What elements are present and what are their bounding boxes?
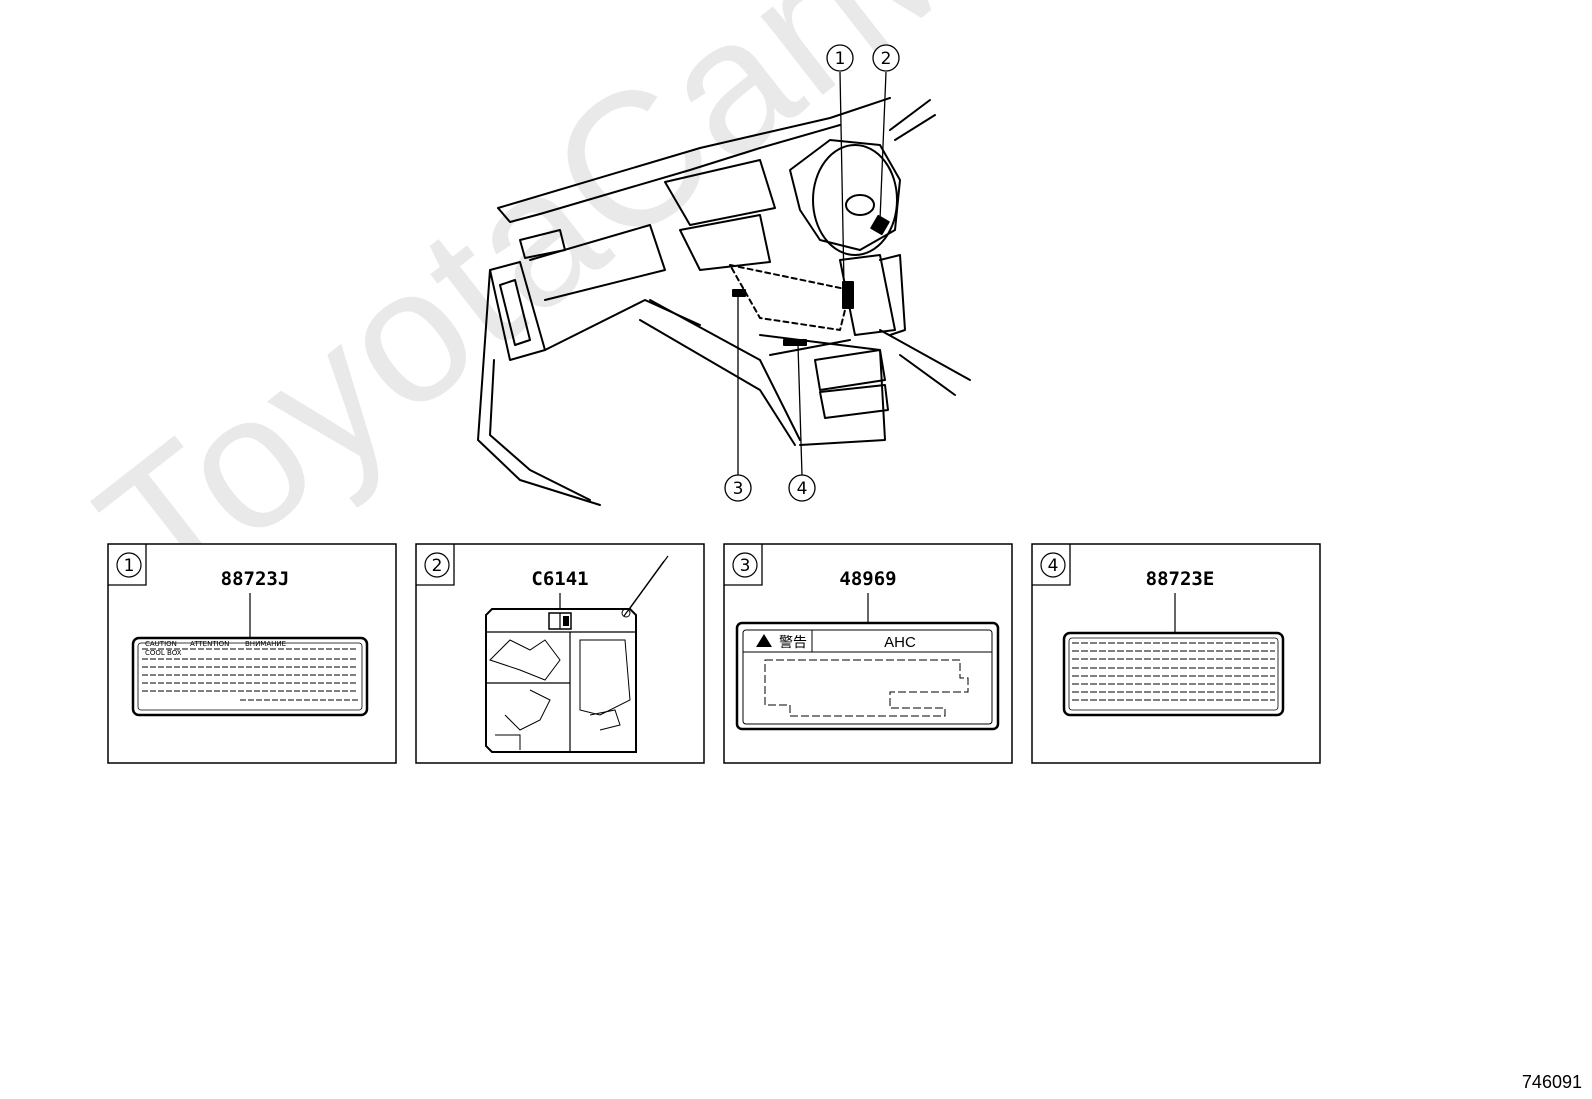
diagram-id: 746091 xyxy=(1521,1072,1582,1092)
panel-3-system: AHC xyxy=(884,634,916,651)
callout-3-label: 3 xyxy=(733,479,744,499)
panel-1-attention: ATTENTION xyxy=(190,640,229,648)
callout-3-circle xyxy=(724,474,752,502)
panel-2-number: 2 xyxy=(432,556,443,576)
callout-2-label: 2 xyxy=(881,49,892,69)
callout-markers: 1 2 3 4 xyxy=(724,44,900,502)
callout-1-label: 1 xyxy=(835,49,846,69)
label-panel-2: 2 C6141 xyxy=(415,543,705,764)
callout-4-label: 4 xyxy=(797,479,808,499)
panel-2-part-number: C6141 xyxy=(531,568,588,590)
label-panel-1: 1 88723J CAUTION ATTENTION ВНИМАНИЕ COOL… xyxy=(107,543,397,764)
panel-4-part-number: 88723E xyxy=(1146,568,1215,590)
warning-triangle-icon xyxy=(756,634,772,647)
panel-1-part-number: 88723J xyxy=(221,568,290,590)
callout-2-circle xyxy=(872,44,900,72)
panel-3-part-number: 48969 xyxy=(839,568,896,590)
panel-1-number: 1 xyxy=(124,556,135,576)
panel-4-number: 4 xyxy=(1048,556,1059,576)
manual-icon xyxy=(548,612,572,630)
leader-lines xyxy=(737,71,887,476)
callout-1-circle xyxy=(826,44,854,72)
label-panel-3: 3 48969 警告 AHC xyxy=(723,543,1013,764)
panel-1-caution: CAUTION xyxy=(145,640,177,648)
panel-3-warning: 警告 xyxy=(779,635,807,651)
panel-1-first-line: COOL BOX xyxy=(145,649,182,657)
panel-1-vnimanie: ВНИМАНИЕ xyxy=(245,640,286,648)
panel-3-number: 3 xyxy=(740,556,751,576)
label-panel-4: 4 88723E xyxy=(1031,543,1321,764)
callout-4-circle xyxy=(788,474,816,502)
dashboard-illustration xyxy=(477,97,971,506)
